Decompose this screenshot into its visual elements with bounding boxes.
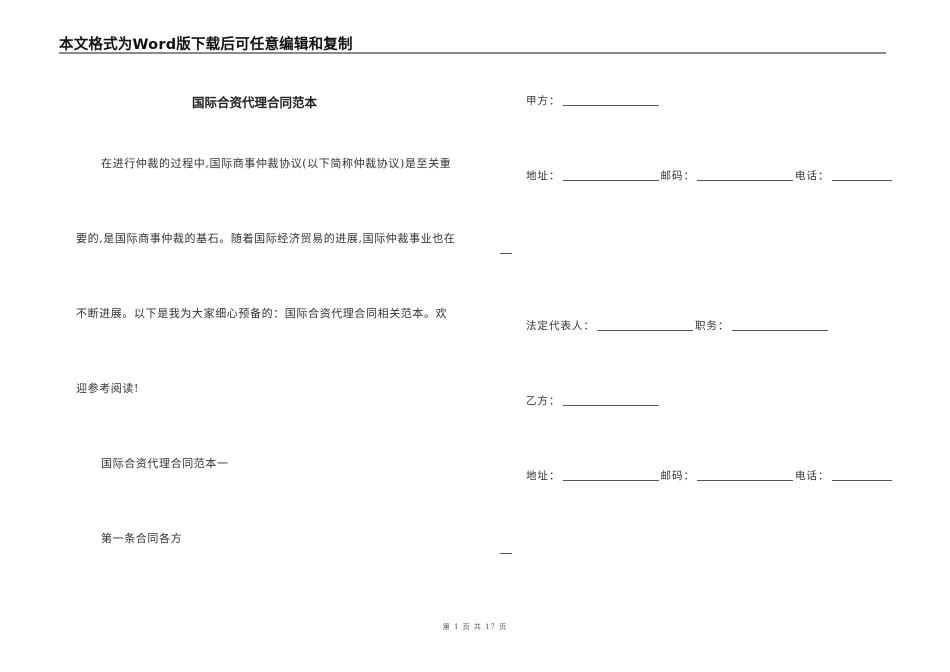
phone-blank[interactable]	[831, 170, 892, 181]
position-blank[interactable]	[731, 320, 828, 331]
party-a-blank[interactable]	[562, 95, 659, 106]
address-blank[interactable]	[562, 170, 659, 181]
document-title: 国际合资代理合同范本	[192, 95, 318, 110]
party-b-blank[interactable]	[562, 395, 659, 406]
section-heading: 国际合资代理合同范本一	[101, 457, 229, 470]
postcode-blank-2[interactable]	[697, 470, 793, 481]
party-a-row: 甲方：	[526, 93, 661, 108]
postcode-label-2: 邮码：	[660, 470, 695, 482]
address-blank-2[interactable]	[562, 470, 659, 481]
postcode-blank[interactable]	[697, 170, 793, 181]
paragraph-line: 要的,是国际商事仲裁的基石。随着国际经济贸易的进展,国际仲裁事业也在	[76, 232, 456, 245]
party-a-address-row: 地址： 邮码： 电话：	[526, 168, 894, 183]
paragraph-line: 不断进展。以下是我为大家细心预备的：国际合资代理合同相关范本。欢	[76, 307, 448, 320]
header-banner: 本文格式为Word版下载后可任意编辑和复制	[59, 37, 353, 53]
party-b-row: 乙方：	[526, 393, 661, 408]
party-b-address-row: 地址： 邮码： 电话：	[526, 468, 894, 483]
party-b-label: 乙方：	[526, 395, 561, 407]
phone-blank-2[interactable]	[831, 470, 892, 481]
legal-rep-blank[interactable]	[597, 320, 693, 331]
phone-label-2: 电话：	[795, 470, 830, 482]
postcode-label: 邮码：	[660, 170, 695, 182]
address-label: 地址：	[526, 170, 561, 182]
page-indicator: 第 1 页 共 17 页	[442, 623, 508, 631]
column-dash	[500, 253, 512, 254]
legal-rep-label: 法定代表人：	[526, 320, 595, 332]
address-label-2: 地址：	[526, 470, 561, 482]
position-label: 职务：	[695, 320, 730, 332]
phone-label: 电话：	[795, 170, 830, 182]
column-dash	[500, 553, 512, 554]
party-a-label: 甲方：	[526, 95, 561, 107]
paragraph-line: 在进行仲裁的过程中,国际商事仲裁协议(以下简称仲裁协议)是至关重	[101, 157, 452, 170]
article-heading: 第一条合同各方	[101, 532, 183, 545]
paragraph-line: 迎参考阅读!	[76, 382, 140, 395]
header-divider	[59, 52, 886, 54]
legal-rep-row: 法定代表人： 职务：	[526, 318, 830, 333]
